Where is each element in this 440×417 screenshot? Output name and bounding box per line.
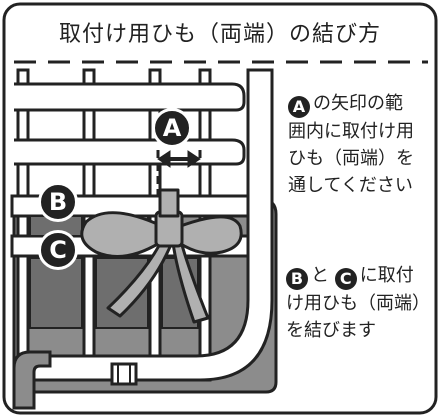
marker-b-badge: B (38, 182, 78, 222)
bottom-clip (110, 362, 138, 386)
page-title: 取付け用ひも（両端）の結び方 (58, 22, 381, 47)
note-a-badge: A (288, 96, 310, 118)
range-arrow (157, 150, 201, 168)
note-bc-badge-c: C (334, 268, 357, 290)
note-a-line2: 囲内に取付け用 (288, 121, 414, 142)
note-bc-line1-tail: に取付 (359, 265, 414, 286)
note-bc-badge-b: B (286, 268, 308, 290)
curved-pipe (28, 68, 274, 382)
note-bc-line2: け用ひも（両端） (286, 293, 430, 314)
note-bc-line3: を結びます (286, 320, 376, 341)
note-a-line1-text: の矢印の範 (313, 93, 403, 114)
note-bc-mid: と (311, 265, 329, 286)
foot-piece (12, 350, 52, 410)
ribbon-bow (80, 188, 243, 324)
marker-c-badge: C (38, 230, 78, 270)
marker-a-badge: A (152, 108, 192, 148)
note-a-line3: ひも（両端）を (288, 148, 414, 169)
note-a-line4: 通してください (288, 175, 413, 196)
